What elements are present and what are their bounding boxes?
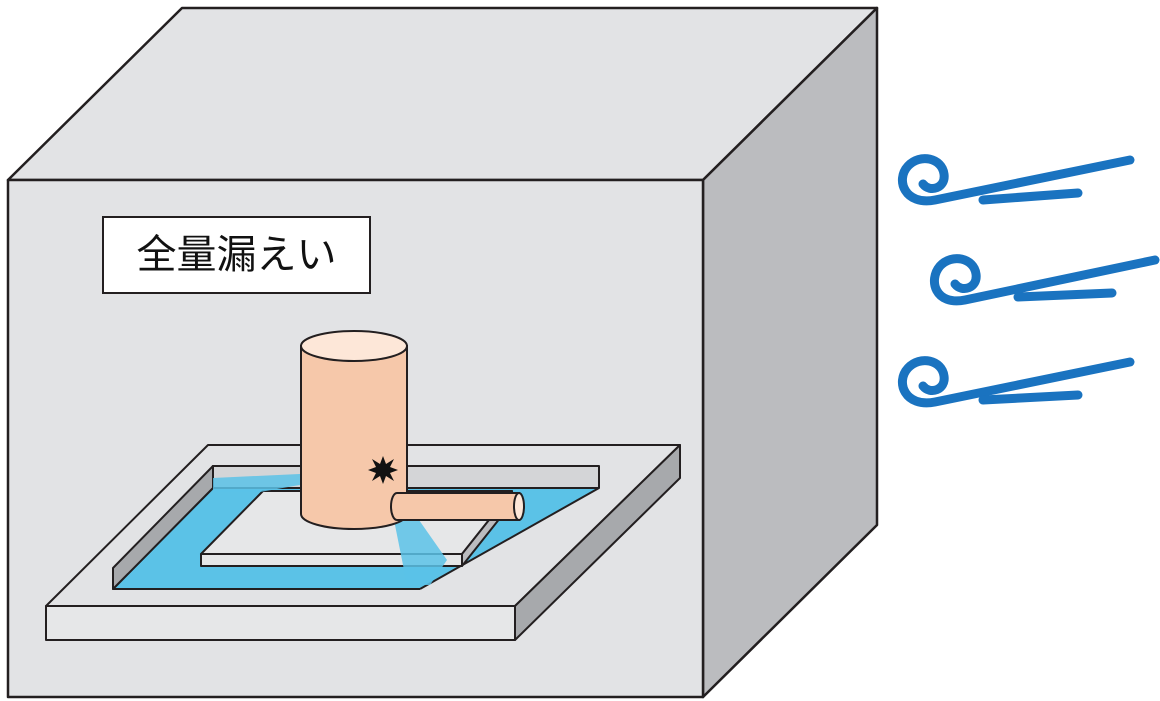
wind-gust-icon xyxy=(898,356,1135,408)
label-text: 全量漏えい xyxy=(137,232,337,278)
tank-top xyxy=(300,330,408,362)
wind-gust-icon xyxy=(898,154,1135,206)
pipe xyxy=(390,492,525,521)
label-box: 全量漏えい xyxy=(102,216,371,294)
pipe-end xyxy=(513,492,525,521)
burst-icon xyxy=(368,456,398,484)
wind-gust-icon xyxy=(929,254,1160,306)
wind-gusts xyxy=(898,154,1160,408)
base-slab-front xyxy=(45,605,516,641)
pipe-body xyxy=(390,492,520,521)
